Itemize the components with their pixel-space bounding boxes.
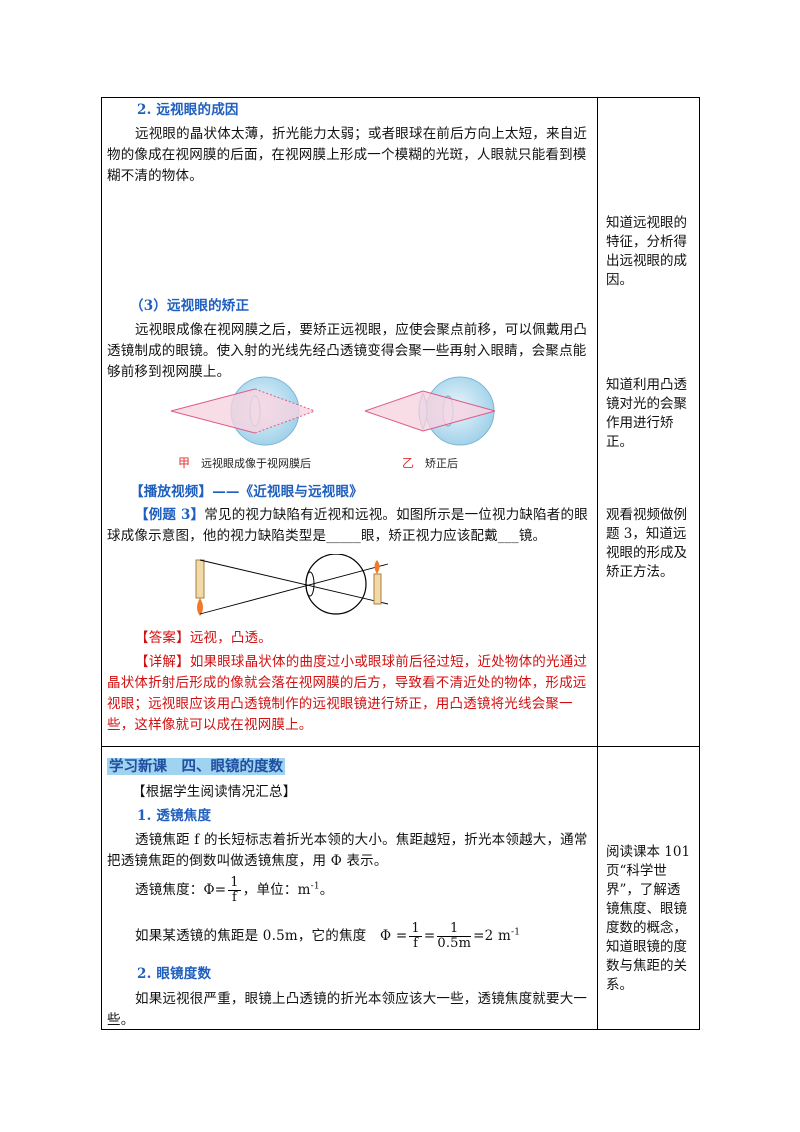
column-divider xyxy=(597,97,598,1030)
paragraph-glasses-degree: 如果远视很严重，眼镜上凸透镜的折光本领应该大一些，透镜焦度就要大一些。 xyxy=(107,991,588,1028)
summary-note: 【根据学生阅读情况汇总】 xyxy=(132,784,297,800)
fig-caption-b: 矫正后 xyxy=(425,457,458,470)
side-note-1: 知道远视眼的特征，分析得出远视眼的成因。 xyxy=(606,215,687,288)
heading-lens-power: 1. 透镜焦度 xyxy=(137,808,212,824)
paragraph-hyperopia-cause: 远视眼的晶状体太薄，折光能力太弱；或者眼球在前后方向上太短，来自近物的像成在视网… xyxy=(107,126,588,184)
table-bottom-border xyxy=(101,1029,700,1030)
candle-left xyxy=(195,559,205,599)
example3-label: 【例题 3】 xyxy=(135,507,205,523)
lesson-title: 学习新课 四、眼镜的度数 xyxy=(107,758,285,775)
example3-question: 【例题 3】常见的视力缺陷有近视和远视。如图所示是一位视力缺陷者的眼球成像示意图… xyxy=(107,507,588,544)
side-note-3: 观看视频做例题 3，知道远视眼的形成及矫正方法。 xyxy=(606,507,687,580)
example3-answer: 【答案】远视，凸透。 xyxy=(135,630,273,646)
light-cone-a2 xyxy=(255,389,315,433)
flame-image xyxy=(374,560,380,574)
table-right-border xyxy=(699,97,700,1030)
light-cone-a xyxy=(171,389,255,433)
fig-caption-a: 远视眼成像于视网膜后 xyxy=(201,456,311,470)
example3-eye-diagram xyxy=(195,554,389,616)
fig-label-a: 甲 xyxy=(178,456,190,470)
section-heading-hyperopia-cause: 2. 远视眼的成因 xyxy=(137,102,239,118)
example3-detail: 【详解】如果眼球晶状体的曲度过小或眼球前后径过短，近处物体的光通过晶状体折射后形… xyxy=(107,654,588,733)
table-top-border xyxy=(101,97,700,98)
row-divider xyxy=(101,746,700,747)
table-left-border xyxy=(101,97,102,1030)
side-note-4: 阅读课本 101 页“科学世界”，了解透镜焦度、眼镜度数的概念，知道眼镜的度数与… xyxy=(606,844,691,993)
heading-glasses-degree: 2. 眼镜度数 xyxy=(137,966,212,982)
eyeball-example xyxy=(305,554,367,615)
fig-label-b: 乙 xyxy=(402,456,414,470)
side-note-2: 知道利用凸透镜对光的会聚作用进行矫正。 xyxy=(606,377,687,450)
paragraph-lens-power: 透镜焦距 f 的长短标志着折光本领的大小。焦距越短，折光本领越大，通常把透镜焦距… xyxy=(107,832,588,869)
hyperopia-eye-diagram: 甲 远视眼成像于视网膜后 乙 矫正后 xyxy=(170,376,496,470)
section-heading-hyperopia-correction: （3）远视眼的矫正 xyxy=(130,298,250,314)
candle-image xyxy=(373,573,382,605)
paragraph-hyperopia-correction: 远视眼成像在视网膜之后，要矫正远视眼，应使会聚点前移，可以佩戴用凸透镜制成的眼镜… xyxy=(107,322,588,380)
blank-defect-type: _____ xyxy=(326,528,361,544)
play-video-link[interactable]: 【播放视频】——《近视眼与远视眼》 xyxy=(130,484,363,500)
blank-lens-type: ___ xyxy=(497,528,519,544)
flame-left xyxy=(197,598,203,616)
